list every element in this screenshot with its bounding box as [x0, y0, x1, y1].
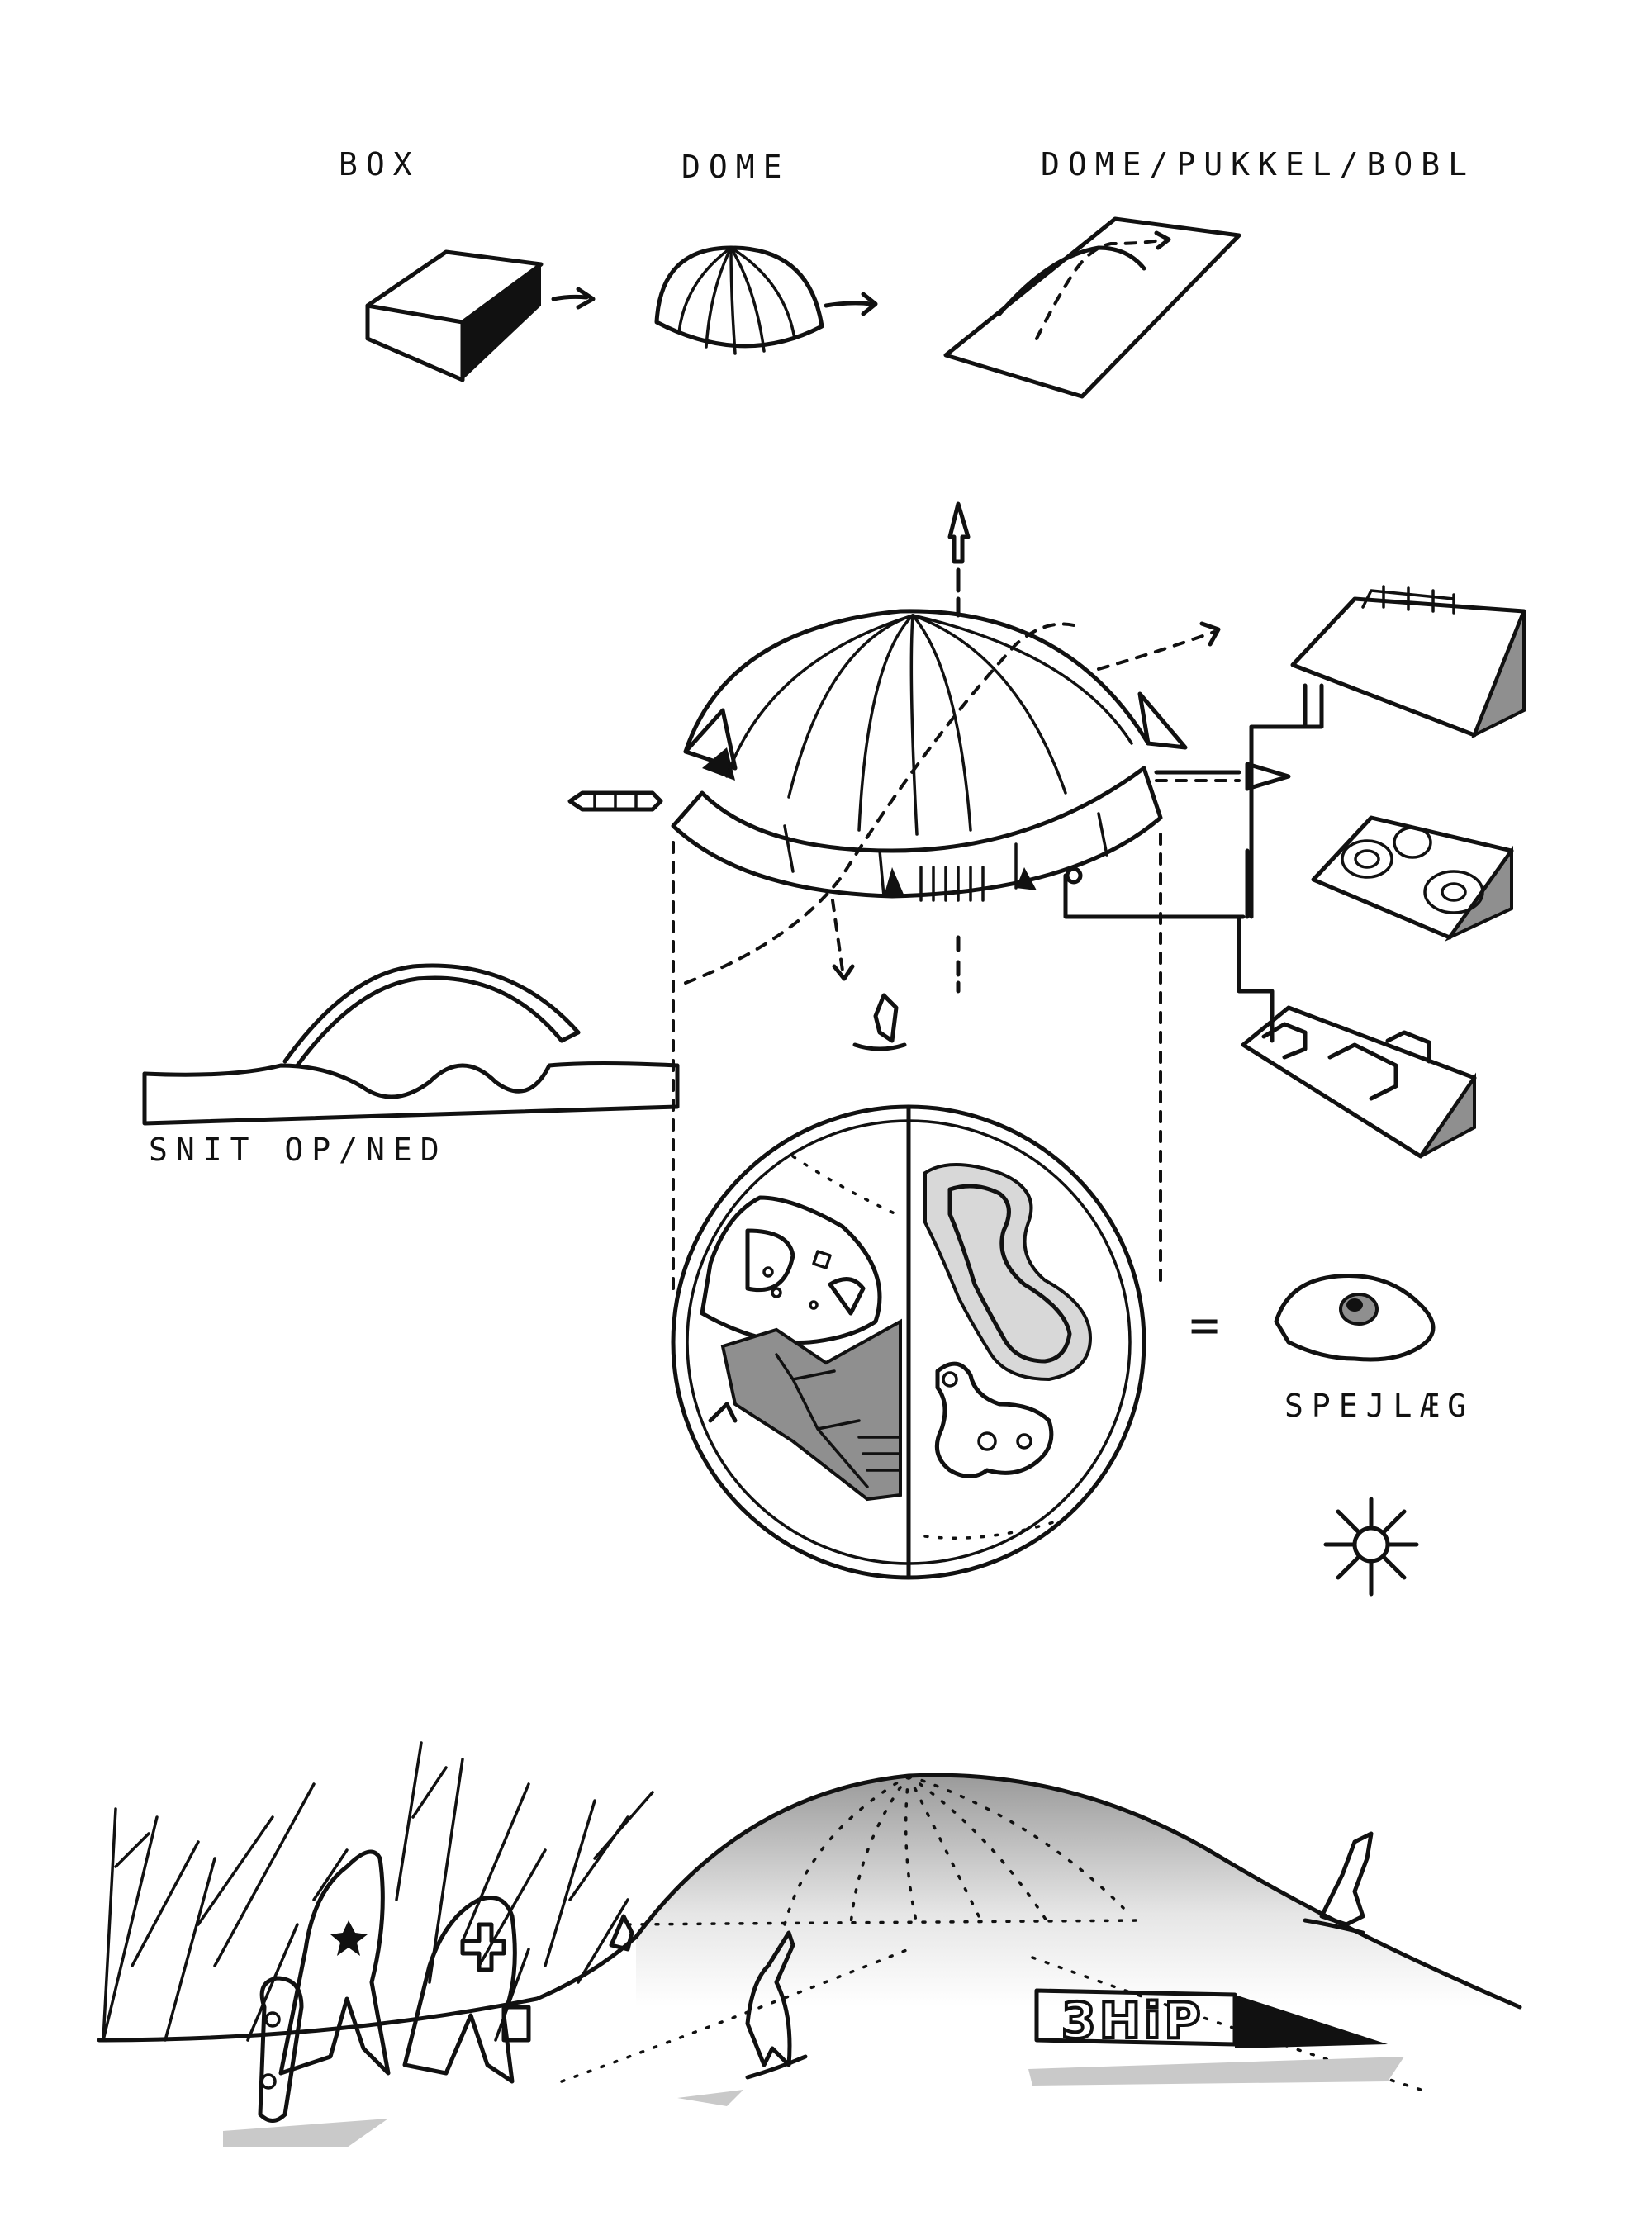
label-box: BOX	[339, 146, 420, 183]
label-section: SNIT OP/NED	[149, 1132, 448, 1168]
module-block-ramp	[1241, 1005, 1477, 1159]
central-dome	[671, 609, 1188, 902]
section-sketch	[142, 963, 680, 1126]
module-bowl-ramp	[1311, 815, 1514, 942]
label-equals: =	[1189, 1297, 1227, 1355]
sun-icon	[1323, 1497, 1419, 1597]
bottom-scene: 3HiP	[97, 1741, 1522, 2147]
fried-egg-sketch	[1274, 1273, 1436, 1362]
skater-figure-small	[852, 993, 907, 1051]
label-egg: SPEJLÆG	[1284, 1388, 1474, 1424]
module-connector-top	[1249, 683, 1324, 812]
module-connector-lines	[1063, 683, 1308, 1043]
label-dome: DOME	[681, 149, 790, 185]
dome-dashed-arrows	[567, 621, 1291, 994]
label-dome-series: DOME/PUKKEL/BOBL	[1041, 146, 1475, 183]
hill-sketch	[943, 216, 1241, 399]
dome-sketch	[654, 245, 878, 355]
plan-circle	[671, 1104, 1146, 1580]
arrow-up-dashed	[947, 501, 971, 618]
module-rail-ramp	[1290, 585, 1526, 739]
graffiti-text: 3HiP	[1061, 1992, 1204, 2050]
box-sketch	[365, 249, 596, 382]
